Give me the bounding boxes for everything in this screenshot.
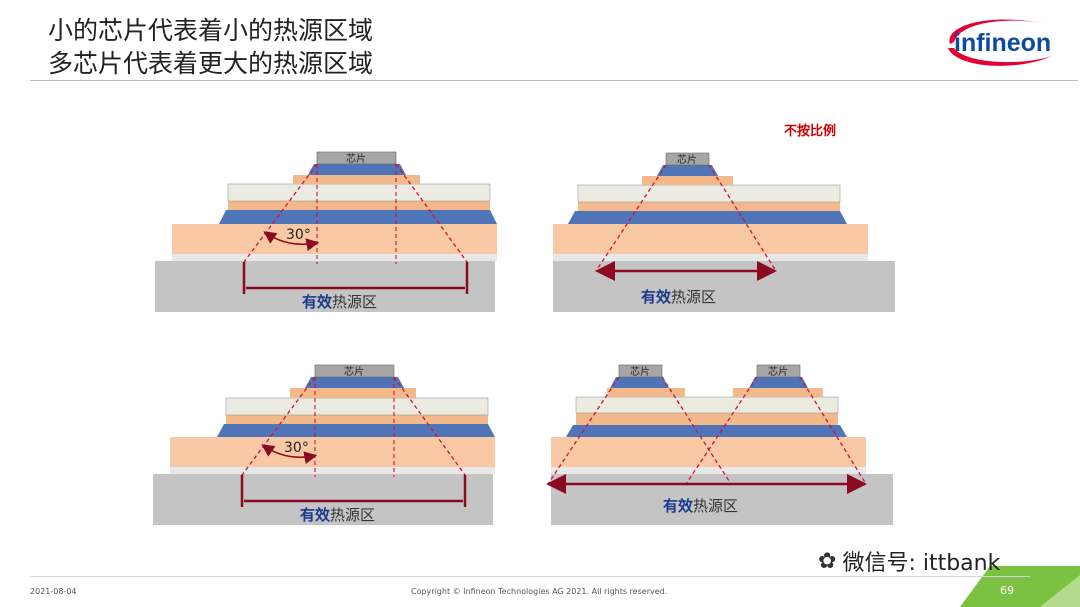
effective-suffix: 热源区 [671,288,716,306]
ceramic-layer [577,184,841,203]
diagram-top-right: 芯片 有效热源区 [553,152,895,312]
chip-1 [618,364,663,378]
footer-date: 2021-08-04 [30,587,77,596]
angle-arc [261,444,318,464]
effective-area-label: 有效热源区 [302,293,377,311]
effective-area-label: 有效热源区 [641,288,716,306]
footer-accent-light [1040,575,1080,607]
chip [316,151,397,165]
page-number: 69 [1000,584,1014,597]
ceramic-layer [227,183,491,202]
effective-prefix: 有效 [663,497,694,515]
substrate-copper-top [290,388,416,398]
chip-label: 芯片 [346,152,366,165]
die-attach-layer [305,377,404,388]
spread-line-2-left [685,376,758,485]
substrate-solder-layer [219,210,497,224]
baseplate-top-film [553,254,868,261]
spread-line-1-right [661,376,732,485]
diagram-bottom-right: 芯片 芯片 有效热源区 [546,364,893,525]
substrate-solder-layer [568,211,847,224]
wechat-watermark: ✿ 微信号: ittbank [818,545,1000,577]
substrate-copper-bottom [226,415,488,424]
substrate-solder-layer [217,424,495,437]
substrate-copper-bottom [228,201,490,210]
substrate-copper-top [642,176,733,185]
baseplate [155,261,495,312]
angle-label: 30° [286,227,311,243]
title-line-2: 多芯片代表着更大的热源区域 [48,49,374,78]
chip [665,152,710,166]
watermark-text: 微信号: ittbank [842,551,1001,576]
baseplate [153,474,493,525]
chip-1-label: 芯片 [630,365,650,378]
spread-line-left [243,163,318,263]
bottom-copper-layer [172,224,497,254]
spread-line-left [241,376,316,476]
diagram-bottom-left: 芯片 30° 有效热源区 [153,364,495,525]
chip-2-label: 芯片 [768,365,788,378]
effective-prefix: 有效 [302,293,333,311]
baseplate-top-film [551,467,866,474]
spread-line-right [393,376,466,476]
bottom-copper-layer [553,224,868,254]
die-attach-layer [657,165,718,176]
chip-label: 芯片 [344,365,364,378]
wechat-icon: ✿ [818,548,837,574]
substrate-solder-layer [566,425,847,437]
footer-copyright: Copyright © Infineon Technologies AG 202… [411,587,668,596]
ceramic-layer [575,396,839,414]
die-attach-layer-2 [749,377,808,388]
spread-line-right [395,163,468,263]
die-attach-layer [308,164,406,175]
effective-area-label: 有效热源区 [300,506,375,524]
chip-2 [756,364,801,378]
bottom-copper-layer [551,437,866,467]
chip [314,364,395,378]
chip-label: 芯片 [677,153,697,166]
angle-arc [263,231,320,251]
slide-title: 小的芯片代表着小的热源区域 多芯片代表着更大的热源区域 [48,14,373,80]
spread-line-left [595,164,667,272]
ceramic-layer [225,397,489,416]
substrate-copper-top-2 [733,388,823,397]
title-line-1: 小的芯片代表着小的热源区域 [48,16,374,45]
bottom-copper-layer [170,437,495,467]
effective-area-label: 有效热源区 [663,497,738,515]
diagram-top-left: 芯片 30° 有效热源区 [155,151,497,312]
spread-line-1-left [547,376,620,485]
effective-suffix: 热源区 [330,506,375,524]
footer-divider [30,576,1030,577]
baseplate-top-film [170,467,495,474]
baseplate [553,261,895,312]
baseplate-top-film [172,254,497,261]
substrate-copper-top [293,175,420,184]
infineon-logo: infineon [948,19,1052,66]
effective-prefix: 有效 [641,288,672,306]
die-attach-layer-1 [610,377,669,388]
angle-label: 30° [284,440,309,456]
substrate-copper-top-1 [607,388,685,397]
effective-suffix: 热源区 [332,293,377,311]
title-divider [30,80,1078,81]
substrate-copper-bottom [578,202,840,211]
effective-suffix: 热源区 [693,497,738,515]
logo-wordmark: infineon [954,29,1051,57]
substrate-copper-bottom [576,413,838,425]
effective-prefix: 有效 [300,506,331,524]
not-to-scale-note: 不按比例 [784,124,837,139]
